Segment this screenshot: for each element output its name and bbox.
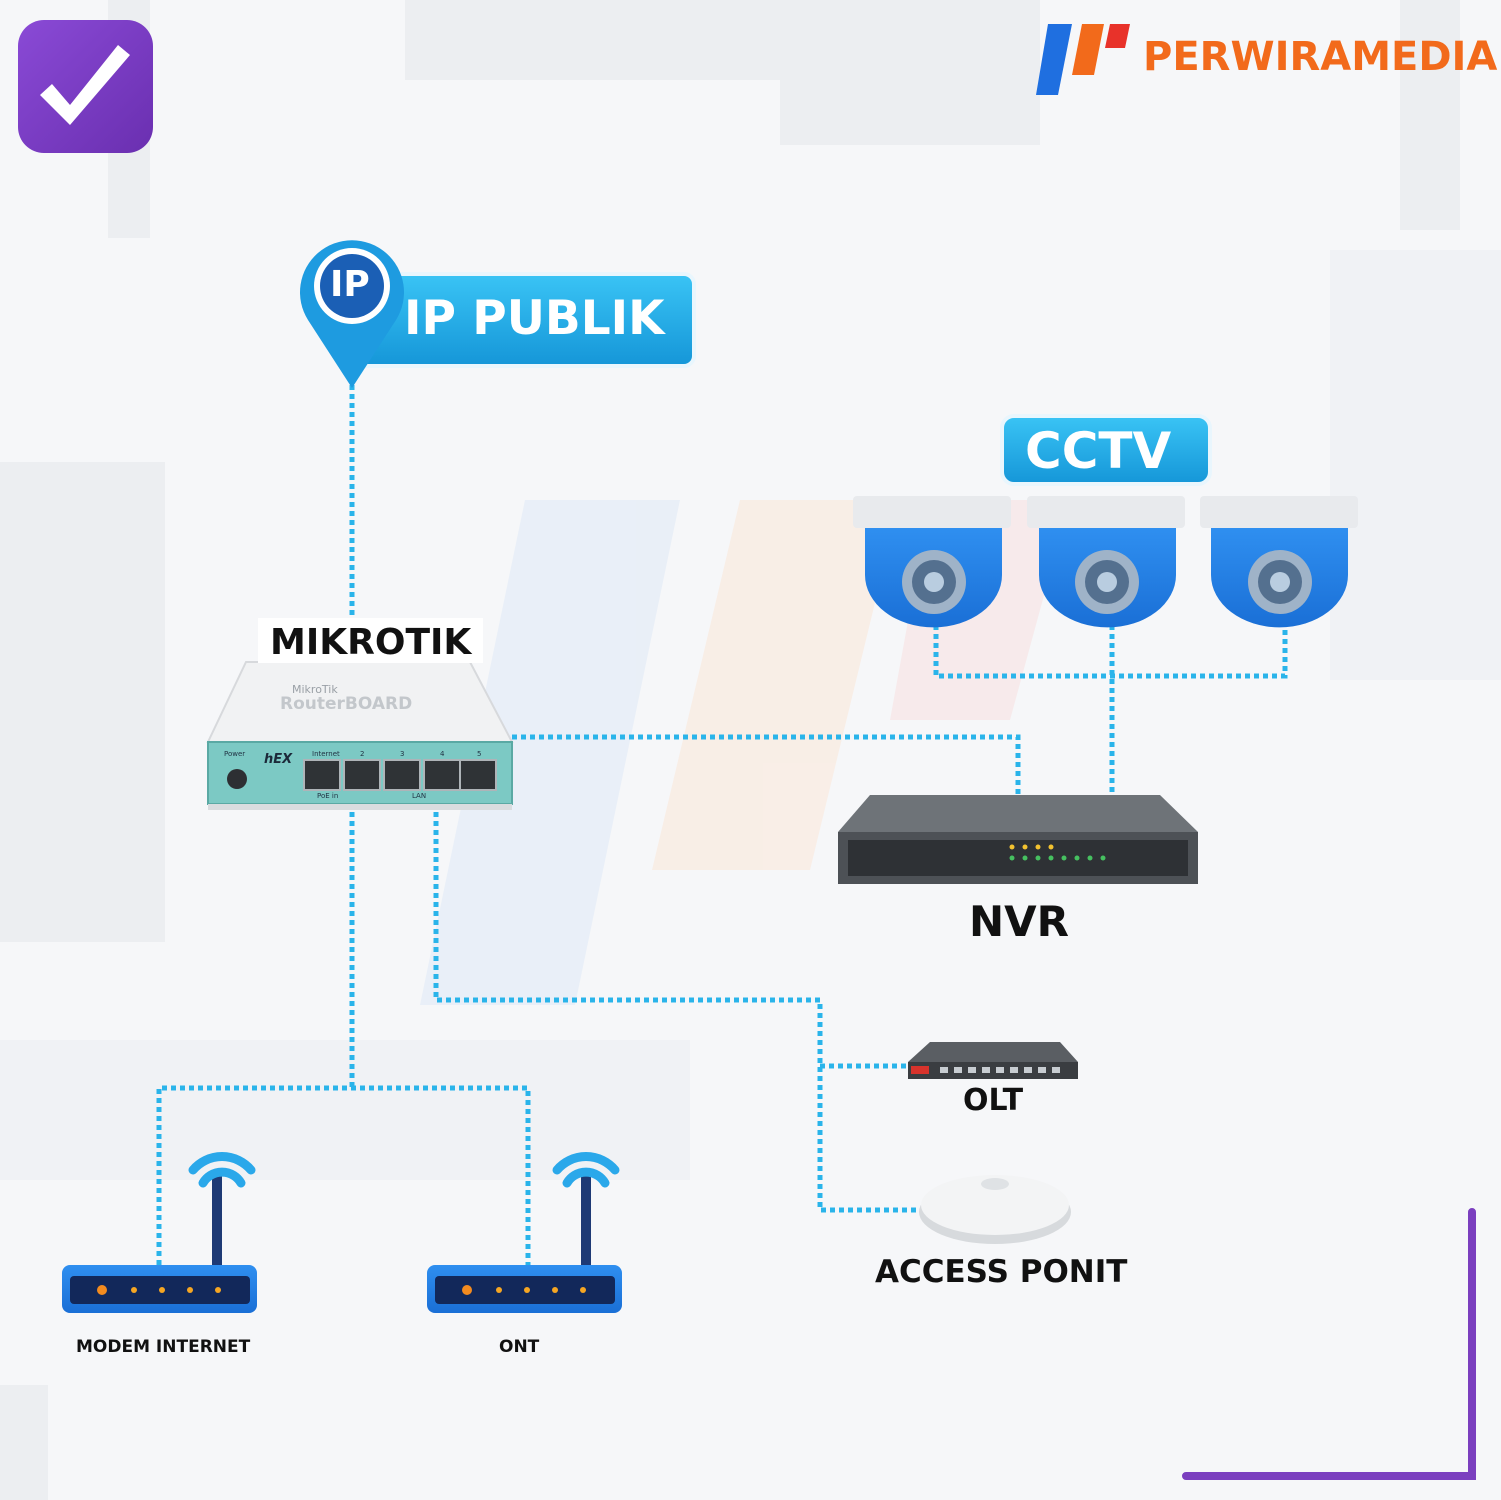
mikrotik-port-2: 2: [360, 750, 365, 758]
mikrotik-port-5: 5: [477, 750, 482, 758]
brand-logo-icon: [1036, 24, 1130, 95]
mikrotik-label: MIKROTIK: [258, 618, 484, 663]
ip-publik-label: IP PUBLIK: [404, 291, 665, 346]
ip-publik-badge: [300, 240, 696, 388]
camera-1: [853, 496, 1011, 628]
mikrotik-model-text: RouterBOARD: [280, 694, 413, 714]
ont-label: ONT: [499, 1337, 540, 1357]
mikrotik-port-4: 4: [440, 750, 445, 758]
access-point-device: [919, 1175, 1071, 1244]
ont-device: [427, 1152, 622, 1313]
location-pin-icon: [300, 240, 404, 388]
modem-device: [62, 1152, 257, 1313]
bg-block: [0, 1385, 48, 1500]
link-mikrotik-to-nvr: [512, 734, 1021, 795]
mikrotik-port-3: 3: [400, 750, 405, 758]
ip-pin-text: IP: [330, 264, 370, 305]
wifi-icon: [188, 1152, 256, 1188]
link-mikrotik-to-olt-ap: [433, 812, 920, 1213]
olt-label: OLT: [963, 1083, 1024, 1118]
mikrotik-poe-text: PoE in: [317, 792, 339, 800]
bg-block: [405, 0, 825, 80]
brand-name: PERWIRAMEDIA: [1143, 34, 1498, 80]
mikrotik-port-internet: Internet: [312, 750, 340, 758]
network-links: [156, 385, 1288, 1265]
camera-3: [1200, 496, 1358, 628]
olt-device: [908, 1042, 1078, 1079]
bg-block: [1330, 250, 1501, 680]
bg-block: [1400, 0, 1460, 230]
link-modem-ont-bus: [156, 1085, 531, 1265]
corner-accent: [1182, 1208, 1476, 1480]
mikrotik-hex-text: hEX: [264, 752, 293, 767]
nvr-label: NVR: [969, 897, 1069, 946]
camera-2: [1027, 496, 1185, 628]
bg-block: [780, 0, 1040, 145]
check-icon: [18, 20, 153, 153]
link-cctv-bus: [933, 625, 1288, 679]
mikrotik-brand-text: MikroTik: [292, 683, 338, 696]
mikrotik-power-text: Power: [224, 750, 246, 758]
wifi-icon: [552, 1152, 620, 1188]
access-point-label: ACCESS PONIT: [875, 1254, 1128, 1290]
cctv-label: CCTV: [1025, 422, 1172, 480]
nvr-device: [838, 795, 1198, 884]
mikrotik-lan-text: LAN: [412, 792, 427, 800]
modem-label: MODEM INTERNET: [76, 1337, 251, 1357]
cctv-badge: [1000, 414, 1212, 486]
mikrotik-router: [206, 661, 514, 810]
bg-block: [0, 462, 165, 942]
